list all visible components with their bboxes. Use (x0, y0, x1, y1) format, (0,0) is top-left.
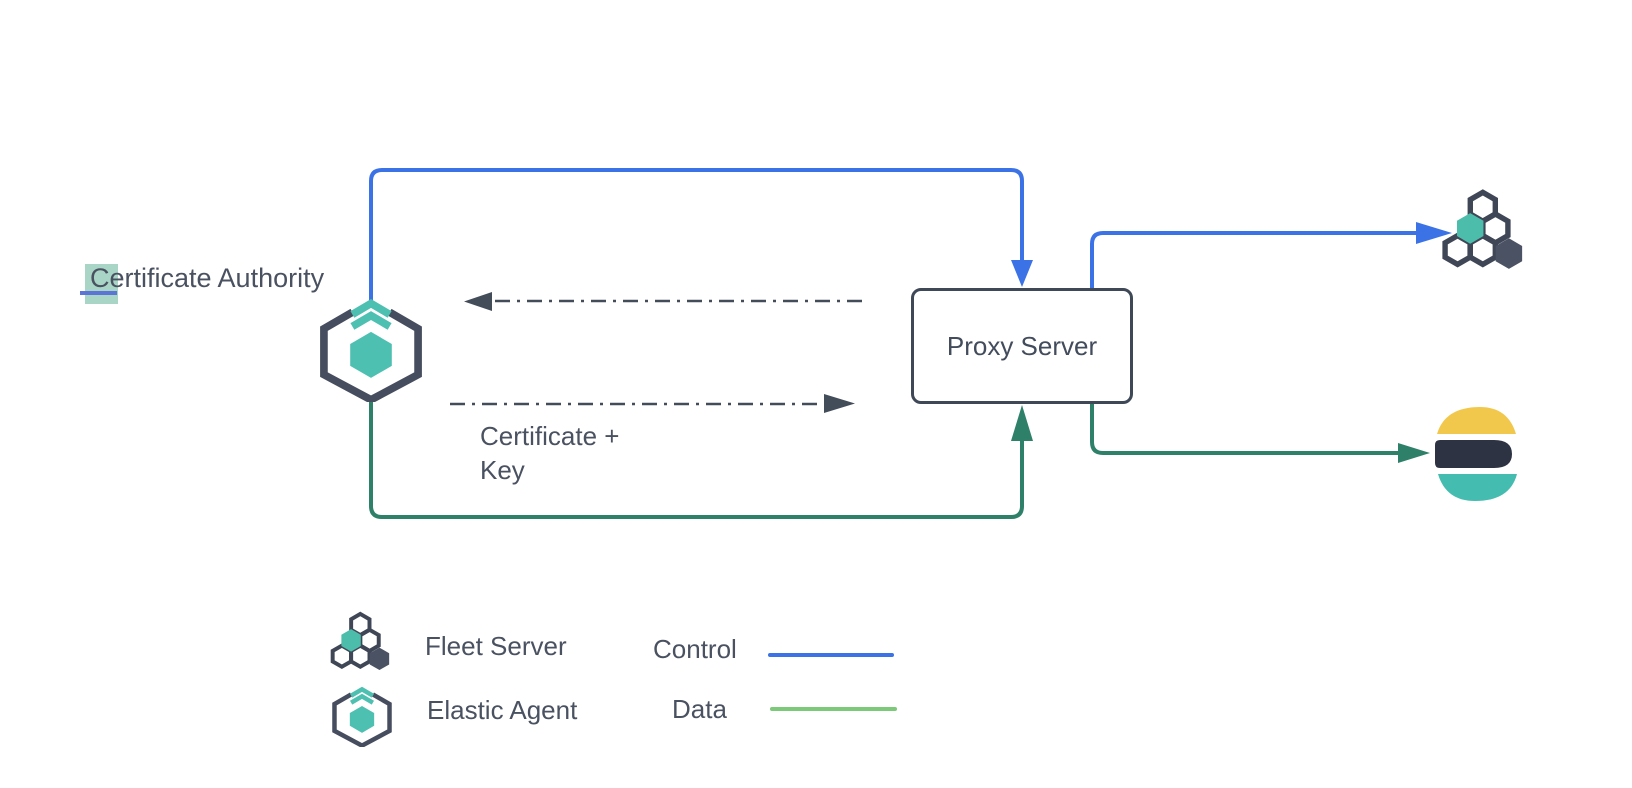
legend-fleet-server-label: Fleet Server (425, 631, 567, 661)
data-path-proxy-to-elasticsearch (1090, 403, 1430, 463)
text-selection-highlight (85, 264, 118, 304)
proxy-server-label: Proxy Server (946, 330, 1098, 361)
proxy-server-node: Proxy Server (911, 288, 1133, 404)
certificate-authority-label: Certificate Authority (90, 263, 325, 293)
certificate-key-line2: Key (480, 455, 525, 485)
arrowhead-right-icon (1398, 443, 1430, 463)
elastic-agent-icon (330, 686, 394, 747)
arrowhead-up-icon (1011, 405, 1033, 441)
certificate-key-line1: Certificate + (480, 421, 620, 451)
legend-control-label: Control (653, 634, 737, 664)
arrowhead-right-icon (1416, 222, 1452, 244)
fleet-server-icon (330, 611, 392, 673)
certificate-key-label: Certificate + Key (480, 419, 619, 487)
data-line-sample (770, 707, 897, 711)
elasticsearch-icon (1435, 407, 1517, 501)
legend-elastic-agent-label: Elastic Agent (427, 695, 578, 725)
arrowhead-right-icon (824, 394, 855, 413)
certificate-exchange-arrow-right (450, 394, 855, 413)
control-path-agent-to-proxy (369, 168, 1033, 302)
certificate-exchange-arrow-left (464, 292, 862, 311)
control-path-proxy-to-fleet (1090, 222, 1452, 289)
data-path-agent-to-proxy (369, 400, 1033, 519)
arrowhead-down-icon (1011, 260, 1033, 287)
fleet-server-icon (1436, 186, 1526, 278)
legend-data-label: Data (672, 694, 727, 724)
text-cursor-underline (80, 291, 117, 295)
control-line-sample (768, 653, 894, 657)
elastic-agent-icon (316, 298, 426, 402)
arrowhead-left-icon (464, 292, 492, 311)
